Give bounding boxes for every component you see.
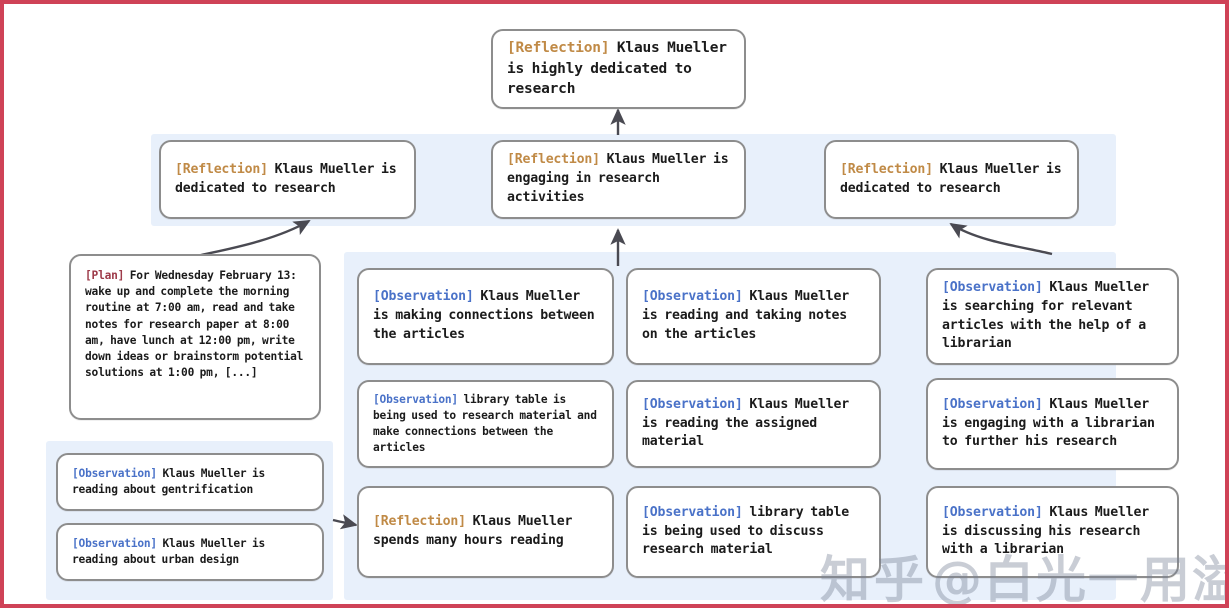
tag-reflection: [Reflection]: [373, 514, 466, 530]
tag-observation: [Observation]: [72, 537, 157, 551]
node-body: Klaus Mueller is reading and taking note…: [642, 289, 849, 342]
node-left-observation-1[interactable]: [Observation] Klaus Mueller is reading a…: [56, 453, 324, 511]
tag-reflection: [Reflection]: [507, 40, 610, 57]
node-body: Klaus Mueller is highly dedicated to res…: [507, 40, 727, 98]
tag-observation: [Observation]: [942, 280, 1043, 296]
node-body: Klaus Mueller is making connections betw…: [373, 289, 595, 342]
node-body: Klaus Mueller is dedicated to research: [840, 161, 1062, 196]
node-text: [Reflection] Klaus Mueller is engaging i…: [507, 151, 730, 207]
tag-observation: [Observation]: [942, 504, 1043, 520]
tag-observation: [Observation]: [942, 396, 1043, 412]
node-root-reflection[interactable]: [Reflection] Klaus Mueller is highly ded…: [491, 29, 746, 109]
node-body: Klaus Mueller is reading about gentrific…: [72, 467, 266, 496]
node-body: Klaus Mueller is engaging in research ac…: [507, 152, 729, 205]
node-body: Klaus Mueller is engaging with a librari…: [942, 396, 1155, 450]
node-col2-observation-2[interactable]: [Observation] Klaus Mueller is reading t…: [626, 380, 881, 468]
node-text: [Observation] library table is being use…: [373, 392, 598, 456]
node-body: For Wednesday February 13: wake up and c…: [85, 269, 304, 380]
node-col1-reflection-3[interactable]: [Reflection] Klaus Mueller spends many h…: [357, 486, 614, 578]
node-col3-observation-1[interactable]: [Observation] Klaus Mueller is searching…: [926, 268, 1179, 365]
node-body: Klaus Mueller is reading about urban des…: [72, 537, 266, 566]
node-body: Klaus Mueller is dedicated to research: [175, 161, 397, 196]
node-body: library table is being used to discuss r…: [642, 504, 849, 558]
node-text: [Plan] For Wednesday February 13: wake u…: [85, 268, 305, 382]
tag-observation: [Observation]: [642, 396, 743, 412]
tag-observation: [Observation]: [373, 289, 474, 305]
tag-reflection: [Reflection]: [840, 161, 933, 177]
tag-reflection: [Reflection]: [175, 161, 268, 177]
tag-observation: [Observation]: [72, 467, 157, 481]
node-mid-right-reflection[interactable]: [Reflection] Klaus Mueller is dedicated …: [824, 140, 1079, 219]
node-text: [Observation] Klaus Mueller is reading a…: [642, 288, 865, 344]
node-body: library table is being used to research …: [373, 393, 597, 454]
node-body: Klaus Mueller is reading the assigned ma…: [642, 396, 849, 450]
node-text: [Reflection] Klaus Mueller is dedicated …: [840, 161, 1063, 198]
node-col3-observation-3[interactable]: [Observation] Klaus Mueller is discussin…: [926, 486, 1179, 578]
node-col3-observation-2[interactable]: [Observation] Klaus Mueller is engaging …: [926, 378, 1179, 470]
tag-observation: [Observation]: [642, 504, 743, 520]
node-text: [Observation] Klaus Mueller is reading a…: [72, 536, 308, 568]
node-col2-observation-1[interactable]: [Observation] Klaus Mueller is reading a…: [626, 268, 881, 365]
tag-observation: [Observation]: [373, 393, 458, 407]
node-mid-center-reflection[interactable]: [Reflection] Klaus Mueller is engaging i…: [491, 140, 746, 219]
node-text: [Observation] Klaus Mueller is searching…: [942, 279, 1163, 354]
node-text: [Observation] Klaus Mueller is reading t…: [642, 396, 865, 452]
node-text: [Reflection] Klaus Mueller is dedicated …: [175, 161, 400, 198]
node-mid-left-reflection[interactable]: [Reflection] Klaus Mueller is dedicated …: [159, 140, 416, 219]
node-body: Klaus Mueller spends many hours reading: [373, 514, 573, 548]
node-text: [Observation] Klaus Mueller is reading a…: [72, 466, 308, 498]
node-col1-observation-2[interactable]: [Observation] library table is being use…: [357, 380, 614, 468]
node-col1-observation-1[interactable]: [Observation] Klaus Mueller is making co…: [357, 268, 614, 365]
tag-observation: [Observation]: [642, 289, 743, 305]
node-body: Klaus Mueller is discussing his research…: [942, 504, 1149, 558]
node-plan[interactable]: [Plan] For Wednesday February 13: wake u…: [69, 254, 321, 420]
node-text: [Observation] Klaus Mueller is making co…: [373, 288, 598, 344]
node-text: [Reflection] Klaus Mueller spends many h…: [373, 513, 598, 550]
tag-plan: [Plan]: [85, 269, 125, 282]
node-col2-observation-3[interactable]: [Observation] library table is being use…: [626, 486, 881, 578]
node-text: [Observation] Klaus Mueller is discussin…: [942, 504, 1163, 560]
node-body: Klaus Mueller is searching for relevant …: [942, 280, 1149, 352]
tag-reflection: [Reflection]: [507, 152, 600, 168]
node-text: [Observation] Klaus Mueller is engaging …: [942, 396, 1163, 452]
node-text: [Reflection] Klaus Mueller is highly ded…: [507, 38, 730, 100]
node-left-observation-2[interactable]: [Observation] Klaus Mueller is reading a…: [56, 523, 324, 581]
node-text: [Observation] library table is being use…: [642, 504, 865, 560]
